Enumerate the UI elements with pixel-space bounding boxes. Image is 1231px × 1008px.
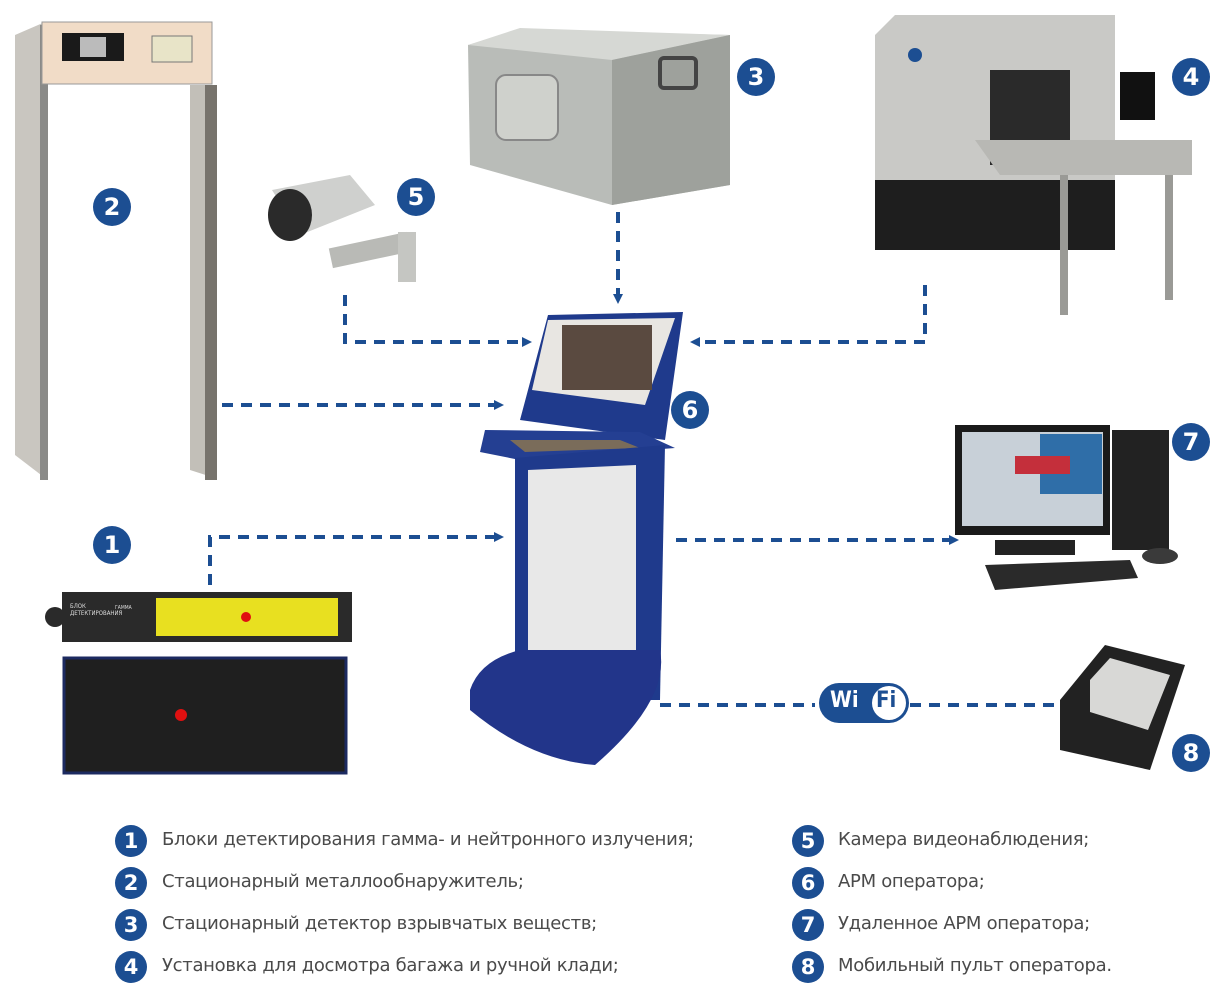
legend-text-6: АРМ оператора;: [838, 871, 985, 892]
wifi-text-wi: Wi: [830, 688, 859, 713]
badge-6: 6: [671, 391, 709, 429]
legend-badge-5: 5: [792, 825, 824, 857]
badge-7: 7: [1172, 423, 1210, 461]
legend-text-4: Установка для досмотра багажа и ручной к…: [162, 955, 619, 976]
explosive-detector-case: [468, 28, 730, 205]
badge-3: 3: [737, 58, 775, 96]
wifi-logo: Wi Fi: [818, 677, 910, 729]
operator-kiosk: [470, 312, 683, 765]
legend-badge-2: 2: [115, 867, 147, 899]
legend-badge-3: 3: [115, 909, 147, 941]
detector-label-line1: БЛОК: [70, 603, 86, 610]
radiation-detector-unit: [45, 592, 352, 775]
xray-baggage-scanner: [875, 15, 1192, 315]
legend-text-1: Блоки детектирования гамма- и нейтронног…: [162, 829, 694, 850]
arrow-xray-to-kiosk: [690, 285, 927, 347]
legend-text-3: Стационарный детектор взрывчатых веществ…: [162, 913, 597, 934]
wifi-text-fi: Fi: [876, 688, 897, 713]
badge-5: 5: [397, 178, 435, 216]
detector-label-line2: ДЕТЕКТИРОВАНИЯ: [70, 610, 123, 617]
mobile-operator-tablet: [1060, 645, 1185, 770]
detector-tag: ГАММА: [115, 605, 132, 611]
arrow-radiation-detector-to-kiosk: [208, 532, 504, 585]
metal-detector-gate: [15, 21, 217, 480]
legend-text-7: Удаленное АРМ оператора;: [838, 913, 1090, 934]
arrow-camera-to-kiosk: [343, 295, 532, 347]
legend-badge-6: 6: [792, 867, 824, 899]
surveillance-camera: [268, 175, 416, 282]
remote-workstation: [955, 425, 1178, 590]
badge-4: 4: [1172, 58, 1210, 96]
legend-badge-8: 8: [792, 951, 824, 983]
badge-8: 8: [1172, 734, 1210, 772]
legend-text-8: Мобильный пульт оператора.: [838, 955, 1112, 976]
badge-2: 2: [93, 188, 131, 226]
legend-text-5: Камера видеонаблюдения;: [838, 829, 1090, 850]
badge-1: 1: [93, 526, 131, 564]
legend-badge-1: 1: [115, 825, 147, 857]
legend-badge-7: 7: [792, 909, 824, 941]
legend-text-2: Стационарный металлообнаружитель;: [162, 871, 524, 892]
legend-badge-4: 4: [115, 951, 147, 983]
